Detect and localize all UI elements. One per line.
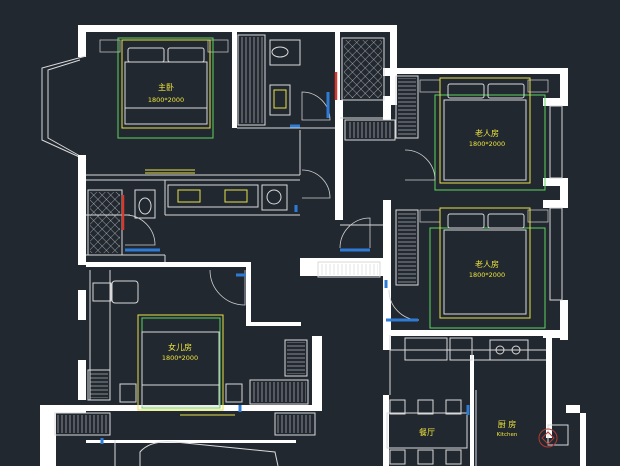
kitchen: 厨 房 Kitchen xyxy=(475,339,569,466)
room-label-elder-1: 老人房 xyxy=(475,128,499,138)
room-label-kitchen-en: Kitchen xyxy=(497,432,518,438)
bed-size-daughter: 1800*2000 xyxy=(162,354,198,362)
red-accents xyxy=(121,72,338,230)
master-bedroom: 主卧 1800*2000 xyxy=(99,34,385,174)
bed-size-elder-1: 1800*2000 xyxy=(469,140,505,148)
room-label-dining: 餐厅 xyxy=(419,428,435,437)
living-area xyxy=(114,440,279,466)
room-label-master: 主卧 xyxy=(158,82,174,92)
daughter-room: 女儿房 1800*2000 xyxy=(54,280,316,436)
room-label-daughter: 女儿房 xyxy=(168,342,192,352)
elder-room-2: 老人房 1800*2000 xyxy=(317,207,549,329)
door-markers xyxy=(100,92,470,444)
bed-size-master: 1800*2000 xyxy=(148,96,184,104)
bed-size-elder-2: 1800*2000 xyxy=(469,271,505,279)
dining-room: 餐厅 xyxy=(386,337,473,465)
room-label-kitchen: 厨 房 xyxy=(498,419,517,429)
bathroom xyxy=(87,184,288,256)
room-label-elder-2: 老人房 xyxy=(475,259,499,269)
elder-room-1: 老人房 1800*2000 xyxy=(344,75,549,191)
doors xyxy=(124,91,436,321)
